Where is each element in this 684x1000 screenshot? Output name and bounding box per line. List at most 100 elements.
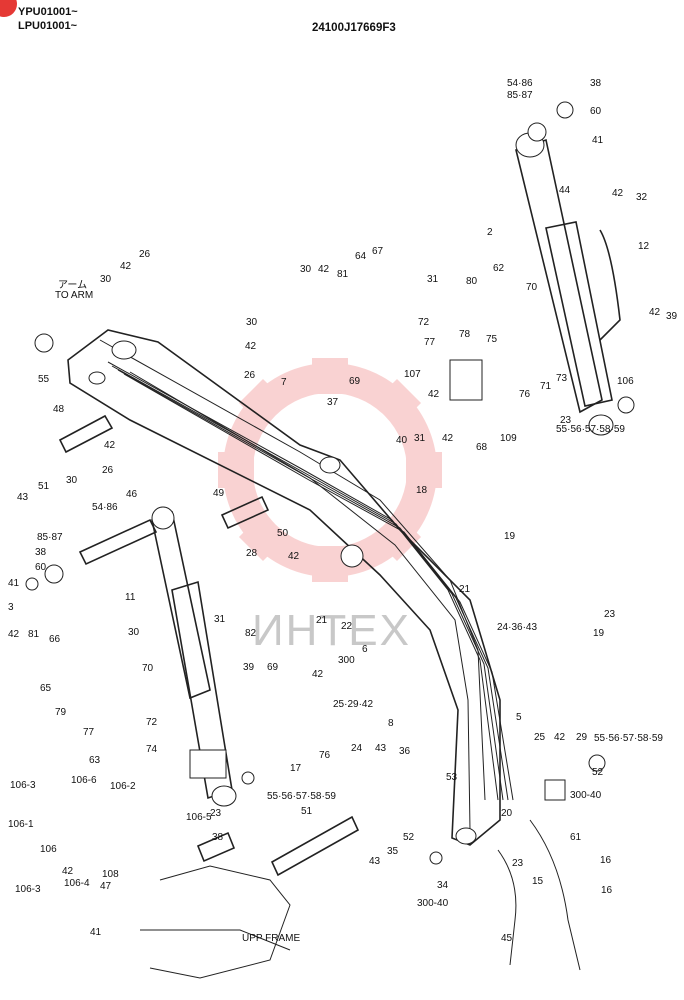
part-number-label: 55·56·57·58·59 [594,733,663,744]
part-number-label: 42 [104,440,116,451]
part-number-label: 38 [212,832,224,843]
part-number-label: 82 [245,628,257,639]
part-number-label: 30 [100,274,112,285]
part-number-label: 41 [592,135,604,146]
upp-frame-label: UPP FRAME [242,933,300,944]
part-number-label: 45 [501,933,513,944]
part-number-label: 81 [28,629,40,640]
part-number-label: 65 [40,683,52,694]
part-number-label: 63 [89,755,101,766]
part-number-label: 72 [418,317,430,328]
part-number-label: 23 [210,808,222,819]
part-number-label: 20 [501,808,513,819]
part-number-label: 66 [49,634,61,645]
part-number-label: 300-40 [417,898,449,909]
part-number-label: 39 [666,311,678,322]
part-number-label: 106 [617,376,634,387]
part-number-label: 21 [459,584,471,595]
part-number-label: 42 [554,732,566,743]
part-number-label: 51 [301,806,313,817]
part-number-label: 72 [146,717,158,728]
part-number-label: 53 [446,772,458,783]
part-number-label: 62 [493,263,505,274]
part-number-label: 28 [246,548,258,559]
part-number-label: 25·29·42 [333,699,373,710]
part-number-label: 41 [8,578,20,589]
part-number-label: 38 [590,78,602,89]
part-number-label: 23 [512,858,524,869]
part-number-label: 48 [53,404,65,415]
part-number-label: 31 [427,274,439,285]
part-number-label: 2 [487,227,493,238]
part-number-label: 68 [476,442,488,453]
part-number-label: 109 [500,433,517,444]
part-number-label: 42 [62,866,74,877]
serial-number-ypu: YPU01001~ [18,6,78,18]
part-number-label: 24·36·43 [497,622,537,633]
part-number-label: 30 [246,317,258,328]
part-number-label: 5 [516,712,522,723]
corner-badge-icon [0,0,17,17]
part-number-label: 55·56·57·58·59 [267,791,336,802]
part-number-label: 40 [396,435,408,446]
part-number-label: 42 [428,389,440,400]
part-number-label: 23 [560,415,572,426]
part-number-label: 26 [102,465,114,476]
part-number-label: 106 [40,844,57,855]
part-number-label: 21 [316,615,328,626]
to-arm-jp-label: アーム [58,279,87,291]
part-number-label: 31 [414,433,426,444]
part-number-label: 15 [532,876,544,887]
part-number-label: 18 [416,485,428,496]
part-number-label: 22 [341,621,353,632]
part-number-label: 44 [559,185,571,196]
part-number-label: 74 [146,744,158,755]
part-number-label: 16 [601,885,613,896]
part-number-label: 42 [120,261,132,272]
part-number-label: 77 [424,337,436,348]
part-number-label: 41 [90,927,102,938]
part-number-label: 26 [139,249,151,260]
part-number-label: 47 [100,881,112,892]
part-number-label: 106-5 [186,812,212,823]
part-number-label: 42 [649,307,661,318]
part-number-label: 23 [604,609,616,620]
part-number-label: 19 [504,531,516,542]
part-number-label: 35 [387,846,399,857]
part-number-label: 12 [638,241,650,252]
part-number-label: 106-1 [8,819,34,830]
part-number-label: 69 [349,376,361,387]
part-number-label: 106-2 [110,781,136,792]
part-number-label: 60 [590,106,602,117]
part-number-label: 300 [338,655,355,666]
part-number-label: 52 [403,832,415,843]
part-number-label: 39 [243,662,255,673]
part-number-label: 34 [437,880,449,891]
part-number-label: 81 [337,269,349,280]
part-number-label: 85·87 [507,90,533,101]
part-number-label: 11 [125,592,136,603]
part-number-label: 42 [442,433,454,444]
part-number-label: 25 [534,732,546,743]
part-number-label: 78 [459,329,471,340]
part-number-label: 107 [404,369,421,380]
watermark-gear-icon [218,358,442,582]
part-number-label: 76 [519,389,531,400]
part-number-label: 60 [35,562,47,573]
part-number-label: 37 [327,397,339,408]
part-number-label: 106-3 [10,780,36,791]
part-number-label: 69 [267,662,279,673]
part-number-label: 70 [526,282,538,293]
part-number-label: 36 [399,746,411,757]
part-number-label: 24 [351,743,363,754]
part-number-label: 61 [570,832,582,843]
serial-number-lpu: LPU01001~ [18,20,78,32]
to-arm-label: TO ARM [55,290,93,301]
part-number-label: 79 [55,707,67,718]
drawing-number: 24100J17669F3 [312,22,396,34]
part-number-label: 29 [576,732,588,743]
part-number-label: 75 [486,334,498,345]
part-number-label: 42 [612,188,624,199]
